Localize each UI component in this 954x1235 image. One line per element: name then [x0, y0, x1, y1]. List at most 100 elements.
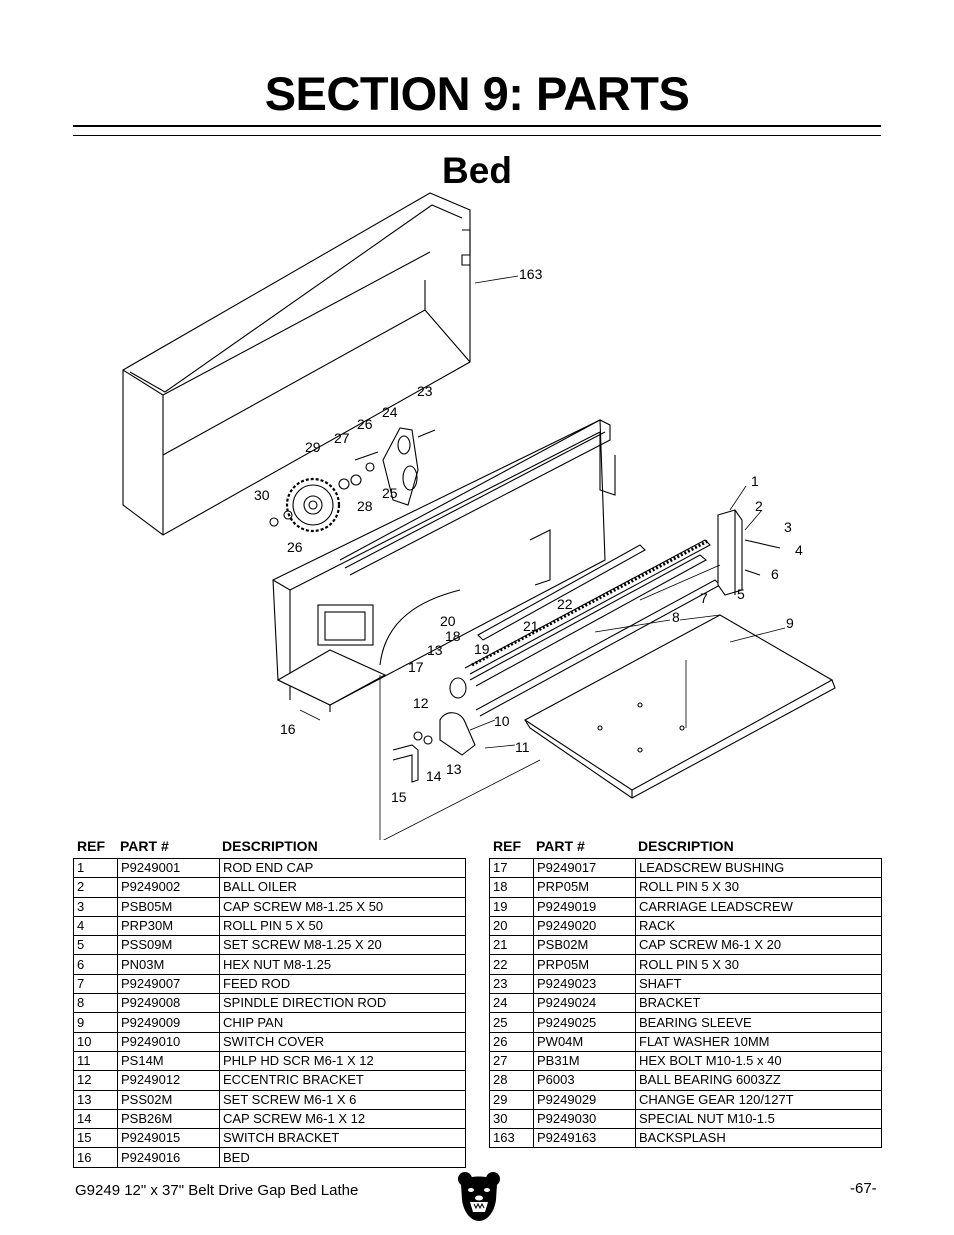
callout-label: 6: [771, 566, 779, 582]
callout-label: 30: [254, 487, 270, 503]
callout-label: 19: [474, 641, 490, 657]
ref-cell: 23: [489, 973, 534, 995]
ref-cell: 18: [489, 877, 534, 898]
description-cell: CARRIAGE LEADSCREW: [635, 896, 882, 917]
description-cell: ROLL PIN 5 X 30: [635, 954, 882, 975]
backsplash-drawing: [122, 192, 471, 536]
chip-pan-drawing: [523, 614, 836, 799]
rod-end-cap-drawing: [717, 509, 781, 596]
table-header: REF PART # DESCRIPTION: [489, 836, 882, 858]
callout-label: 21: [523, 618, 539, 634]
diagram-title: Bed: [442, 150, 512, 191]
callout-label: 4: [795, 542, 803, 558]
bed-exploded-diagram: 163 23 24 26 27 29 30 26 28 25 1 2 3 4 6…: [122, 192, 836, 840]
part-number-cell: P9249001: [117, 857, 220, 879]
ref-cell: 10: [73, 1031, 118, 1052]
description-cell: CAP SCREW M8-1.25 X 50: [219, 896, 466, 917]
leader-lines: [299, 275, 786, 840]
description-cell: RACK: [635, 915, 882, 937]
part-number-cell: P9249016: [117, 1147, 220, 1168]
part-column-header: PART #: [120, 838, 169, 854]
description-cell: BALL OILER: [219, 877, 466, 898]
ref-cell: 2: [73, 877, 118, 898]
part-number-cell: PSS02M: [117, 1089, 220, 1110]
ref-column-header: REF: [493, 838, 521, 854]
part-number-cell: P9249015: [117, 1128, 220, 1149]
description-cell: CAP SCREW M6-1 X 20: [635, 935, 882, 956]
description-cell: BRACKET: [635, 993, 882, 1014]
ref-cell: 19: [489, 896, 534, 917]
part-number-cell: P9249163: [533, 1128, 636, 1149]
callout-label: 7: [700, 590, 708, 606]
description-cell: FLAT WASHER 10MM: [635, 1031, 882, 1052]
description-cell: CAP SCREW M6-1 X 12: [219, 1108, 466, 1130]
part-number-cell: P9249012: [117, 1070, 220, 1091]
part-number-cell: PB31M: [533, 1050, 636, 1072]
part-number-cell: P6003: [533, 1070, 636, 1091]
bracket-drawing: [338, 427, 436, 506]
description-cell: SET SCREW M8-1.25 X 20: [219, 935, 466, 956]
bear-logo-icon: [458, 1172, 500, 1221]
callout-label: 25: [382, 485, 398, 501]
ref-cell: 27: [489, 1050, 534, 1072]
part-column-header: PART #: [536, 838, 585, 854]
callout-label: 12: [413, 695, 429, 711]
switch-assembly-drawing: [392, 712, 476, 783]
section-title: SECTION 9: PARTS: [264, 67, 690, 120]
description-cell: ROD END CAP: [219, 857, 466, 879]
description-cell: CHIP PAN: [219, 1012, 466, 1033]
callout-label: 10: [494, 713, 510, 729]
ref-cell: 3: [73, 896, 118, 917]
callout-label: 13: [446, 761, 462, 777]
description-cell: FEED ROD: [219, 973, 466, 995]
description-cell: ROLL PIN 5 X 50: [219, 915, 466, 937]
description-cell: SHAFT: [635, 973, 882, 995]
callout-label: 16: [280, 721, 296, 737]
part-number-cell: P9249020: [533, 915, 636, 937]
ref-cell: 5: [73, 935, 118, 956]
part-number-cell: P9249019: [533, 896, 636, 917]
description-cell: SWITCH BRACKET: [219, 1128, 466, 1149]
description-cell: HEX BOLT M10-1.5 x 40: [635, 1050, 882, 1072]
part-number-cell: P9249010: [117, 1031, 220, 1052]
callout-label: 17: [408, 659, 424, 675]
ref-cell: 20: [489, 915, 534, 937]
part-number-cell: PS14M: [117, 1050, 220, 1072]
description-cell: SPECIAL NUT M10-1.5: [635, 1108, 882, 1130]
ref-cell: 7: [73, 973, 118, 995]
part-number-cell: PSS09M: [117, 935, 220, 956]
title-rule-thin: [73, 135, 881, 136]
part-number-cell: PW04M: [533, 1031, 636, 1052]
callout-label: 23: [417, 383, 433, 399]
part-number-cell: PRP30M: [117, 915, 220, 937]
ref-cell: 13: [73, 1089, 118, 1110]
callout-label: 2: [755, 498, 763, 514]
rods-drawing: [449, 539, 721, 717]
bed-drawing: [272, 419, 616, 712]
ref-cell: 1: [73, 857, 118, 879]
part-number-cell: P9249009: [117, 1012, 220, 1033]
